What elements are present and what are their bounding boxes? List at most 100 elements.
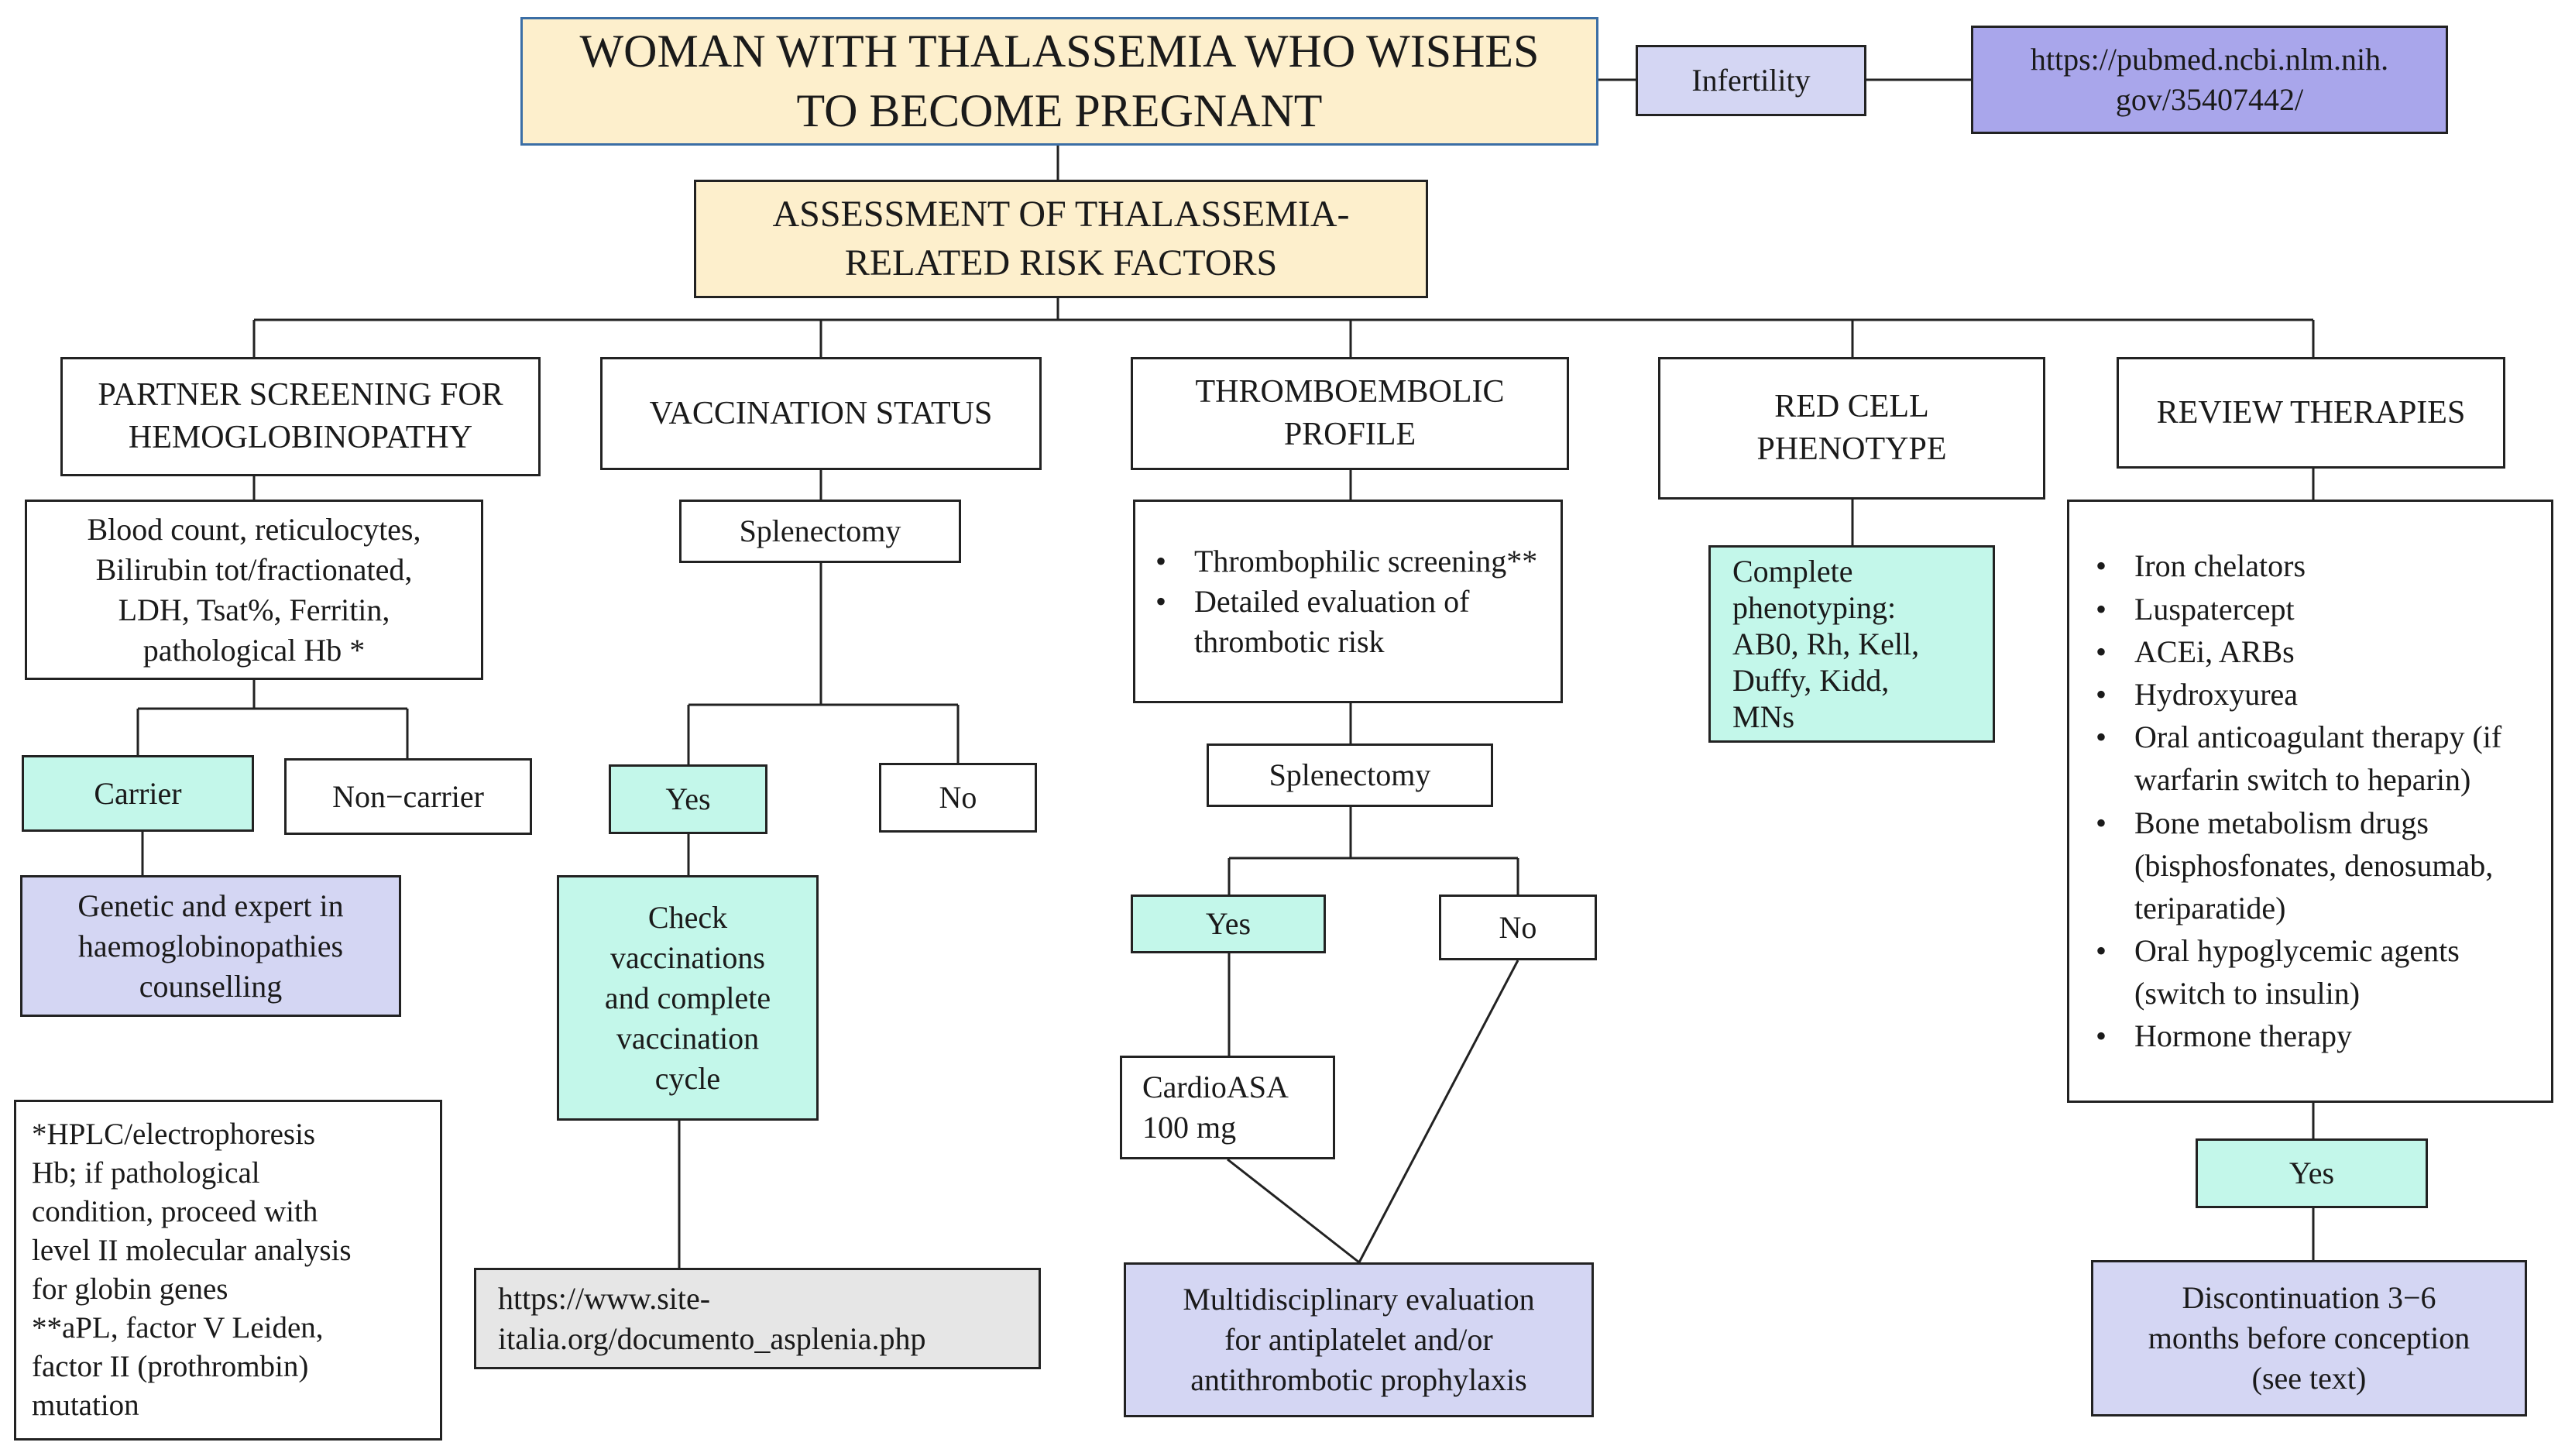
vaccination-no-label: No xyxy=(939,780,977,815)
therapy-item: Oral hypoglycemic agents (switch to insu… xyxy=(2085,929,2542,1015)
thrombo-no-label: No xyxy=(1499,909,1537,945)
thrombo-evaluation-box: Thrombophilic screening** Detailed evalu… xyxy=(1133,500,1563,703)
partner-tests-box: Blood count, reticulocytes, Bilirubin to… xyxy=(25,500,483,680)
partner-test-line: LDH, Tsat%, Ferritin, xyxy=(118,592,390,627)
check-vaccinations-line: and complete xyxy=(604,980,771,1015)
discontinuation-line: months before conception xyxy=(2148,1320,2470,1355)
counselling-line: counselling xyxy=(139,968,283,1004)
title-line-1: WOMAN WITH THALASSEMIA WHO WISHES xyxy=(579,26,1540,77)
phenotyping-line: MNs xyxy=(1732,699,1795,735)
thrombo-splenectomy-box: Splenectomy xyxy=(1207,743,1493,807)
discontinuation-box: Discontinuation 3−6 months before concep… xyxy=(2091,1260,2527,1417)
non-carrier-box: Non−carrier xyxy=(284,758,532,835)
therapy-item: Bone metabolism drugs (bisphosfonates, d… xyxy=(2085,802,2542,930)
discontinuation-line: Discontinuation 3−6 xyxy=(2182,1280,2436,1315)
therapy-item: Hormone therapy xyxy=(2085,1015,2542,1057)
therapy-item: Iron chelators xyxy=(2085,544,2542,587)
therapy-item: ACEi, ARBs xyxy=(2085,630,2542,673)
phenotyping-line: phenotyping: xyxy=(1732,589,1897,625)
therapies-list-box: Iron chelators Luspatercept ACEi, ARBs H… xyxy=(2067,500,2553,1103)
vaccination-status-header: VACCINATION STATUS xyxy=(600,357,1042,470)
discontinuation-line: (see text) xyxy=(2251,1361,2367,1396)
vaccination-splenectomy-box: Splenectomy xyxy=(679,500,961,563)
footnote-line: Hb; if pathological xyxy=(32,1156,260,1190)
therapy-item: Oral anticoagulant therapy (if warfarin … xyxy=(2085,716,2542,801)
partner-test-line: Bilirubin tot/fractionated, xyxy=(95,551,413,587)
assessment-line-1: ASSESSMENT OF THALASSEMIA- xyxy=(772,194,1350,235)
complete-phenotyping-box: Complete phenotyping: AB0, Rh, Kell, Duf… xyxy=(1708,545,1995,743)
check-vaccinations-line: vaccination xyxy=(616,1020,760,1056)
check-vaccinations-line: cycle xyxy=(654,1060,721,1096)
flowchart-title: WOMAN WITH THALASSEMIA WHO WISHES TO BECO… xyxy=(520,17,1598,146)
thrombo-header-line-1: THROMBOEMBOLIC xyxy=(1195,374,1505,410)
title-line-2: TO BECOME PREGNANT xyxy=(796,85,1323,136)
therapies-list: Iron chelators Luspatercept ACEi, ARBs H… xyxy=(2085,544,2542,1057)
footnote-line: *HPLC/electrophoresis xyxy=(32,1118,316,1152)
pubmed-link-line-1[interactable]: https://pubmed.ncbi.nlm.nih. xyxy=(2030,42,2389,77)
footnote-box: *HPLC/electrophoresis Hb; if pathologica… xyxy=(14,1100,442,1441)
counselling-line: Genetic and expert in xyxy=(77,888,344,923)
pubmed-link-box[interactable]: https://pubmed.ncbi.nlm.nih. gov/35407442… xyxy=(1971,26,2448,134)
cardioasa-line: 100 mg xyxy=(1142,1110,1237,1145)
multidisciplinary-line: antithrombotic prophylaxis xyxy=(1190,1362,1527,1397)
thrombo-item: Thrombophilic screening** xyxy=(1145,541,1551,582)
thrombo-yes-label: Yes xyxy=(1205,906,1252,941)
check-vaccinations-box: Check vaccinations and complete vaccinat… xyxy=(557,875,819,1121)
therapies-yes-box: Yes xyxy=(2196,1138,2428,1208)
infertility-label: Infertility xyxy=(1691,63,1811,98)
vaccination-splenectomy-label: Splenectomy xyxy=(739,513,901,548)
thrombo-item: Detailed evaluation of thrombotic risk xyxy=(1145,582,1551,662)
partner-header-line-1: PARTNER SCREENING FOR xyxy=(98,377,503,414)
thromboembolic-profile-header: THROMBOEMBOLIC PROFILE xyxy=(1131,357,1569,470)
redcell-header-line-2: PHENOTYPE xyxy=(1756,431,1947,467)
thrombo-splenectomy-label: Splenectomy xyxy=(1269,757,1431,792)
therapies-yes-label: Yes xyxy=(2288,1156,2335,1190)
asplenia-link-line[interactable]: https://www.site- xyxy=(498,1280,711,1316)
phenotyping-line: AB0, Rh, Kell, xyxy=(1732,626,1920,661)
asplenia-link-box[interactable]: https://www.site- italia.org/documento_a… xyxy=(474,1268,1041,1369)
multidisciplinary-line: Multidisciplinary evaluation xyxy=(1183,1282,1535,1317)
vaccination-no-box: No xyxy=(879,763,1037,833)
phenotyping-line: Duffy, Kidd, xyxy=(1732,663,1890,699)
cardioasa-box: CardioASA 100 mg xyxy=(1120,1056,1335,1159)
partner-screening-header: PARTNER SCREENING FOR HEMOGLOBINOPATHY xyxy=(60,357,541,476)
check-vaccinations-line: vaccinations xyxy=(610,939,765,975)
phenotyping-line: Complete xyxy=(1732,553,1853,589)
vaccination-yes-box: Yes xyxy=(609,764,767,834)
footnote-line: level II molecular analysis xyxy=(32,1234,352,1268)
footnote-line: condition, proceed with xyxy=(32,1195,318,1229)
therapy-item: Hydroxyurea xyxy=(2085,673,2542,716)
asplenia-link-line[interactable]: italia.org/documento_asplenia.php xyxy=(498,1320,926,1356)
check-vaccinations-line: Check xyxy=(647,899,728,935)
therapies-header-label: REVIEW THERAPIES xyxy=(2156,394,2466,431)
multidisciplinary-evaluation-box: Multidisciplinary evaluation for antipla… xyxy=(1124,1262,1594,1417)
counselling-line: haemoglobinopathies xyxy=(77,928,344,963)
therapy-item: Luspatercept xyxy=(2085,588,2542,630)
pubmed-link-line-2[interactable]: gov/35407442/ xyxy=(2115,82,2304,117)
review-therapies-header: REVIEW THERAPIES xyxy=(2117,357,2505,469)
thrombo-yes-box: Yes xyxy=(1131,895,1326,953)
thrombo-no-box: No xyxy=(1439,895,1597,960)
carrier-label: Carrier xyxy=(94,775,182,811)
footnote-line: mutation xyxy=(32,1388,139,1422)
vaccination-header-label: VACCINATION STATUS xyxy=(649,395,993,431)
non-carrier-label: Non−carrier xyxy=(332,778,484,814)
thrombo-evaluation-list: Thrombophilic screening** Detailed evalu… xyxy=(1145,541,1551,662)
cardioasa-line: CardioASA xyxy=(1142,1070,1289,1104)
genetic-counselling-box: Genetic and expert in haemoglobinopathie… xyxy=(20,875,401,1017)
assessment-line-2: RELATED RISK FACTORS xyxy=(844,242,1278,283)
assessment-box: ASSESSMENT OF THALASSEMIA- RELATED RISK F… xyxy=(694,180,1428,298)
red-cell-phenotype-header: RED CELL PHENOTYPE xyxy=(1658,357,2045,500)
multidisciplinary-line: for antiplatelet and/or xyxy=(1224,1322,1493,1357)
thrombo-header-line-2: PROFILE xyxy=(1283,417,1416,452)
infertility-box: Infertility xyxy=(1636,45,1866,116)
partner-test-line: pathological Hb * xyxy=(142,632,366,668)
partner-header-line-2: HEMOGLOBINOPATHY xyxy=(128,420,473,455)
redcell-header-line-1: RED CELL xyxy=(1774,389,1929,425)
footnote-line: for globin genes xyxy=(32,1272,228,1306)
footnote-line: **aPL, factor V Leiden, xyxy=(32,1310,324,1344)
partner-test-line: Blood count, reticulocytes, xyxy=(87,511,421,547)
footnote-line: factor II (prothrombin) xyxy=(32,1349,309,1383)
carrier-box: Carrier xyxy=(22,755,254,832)
